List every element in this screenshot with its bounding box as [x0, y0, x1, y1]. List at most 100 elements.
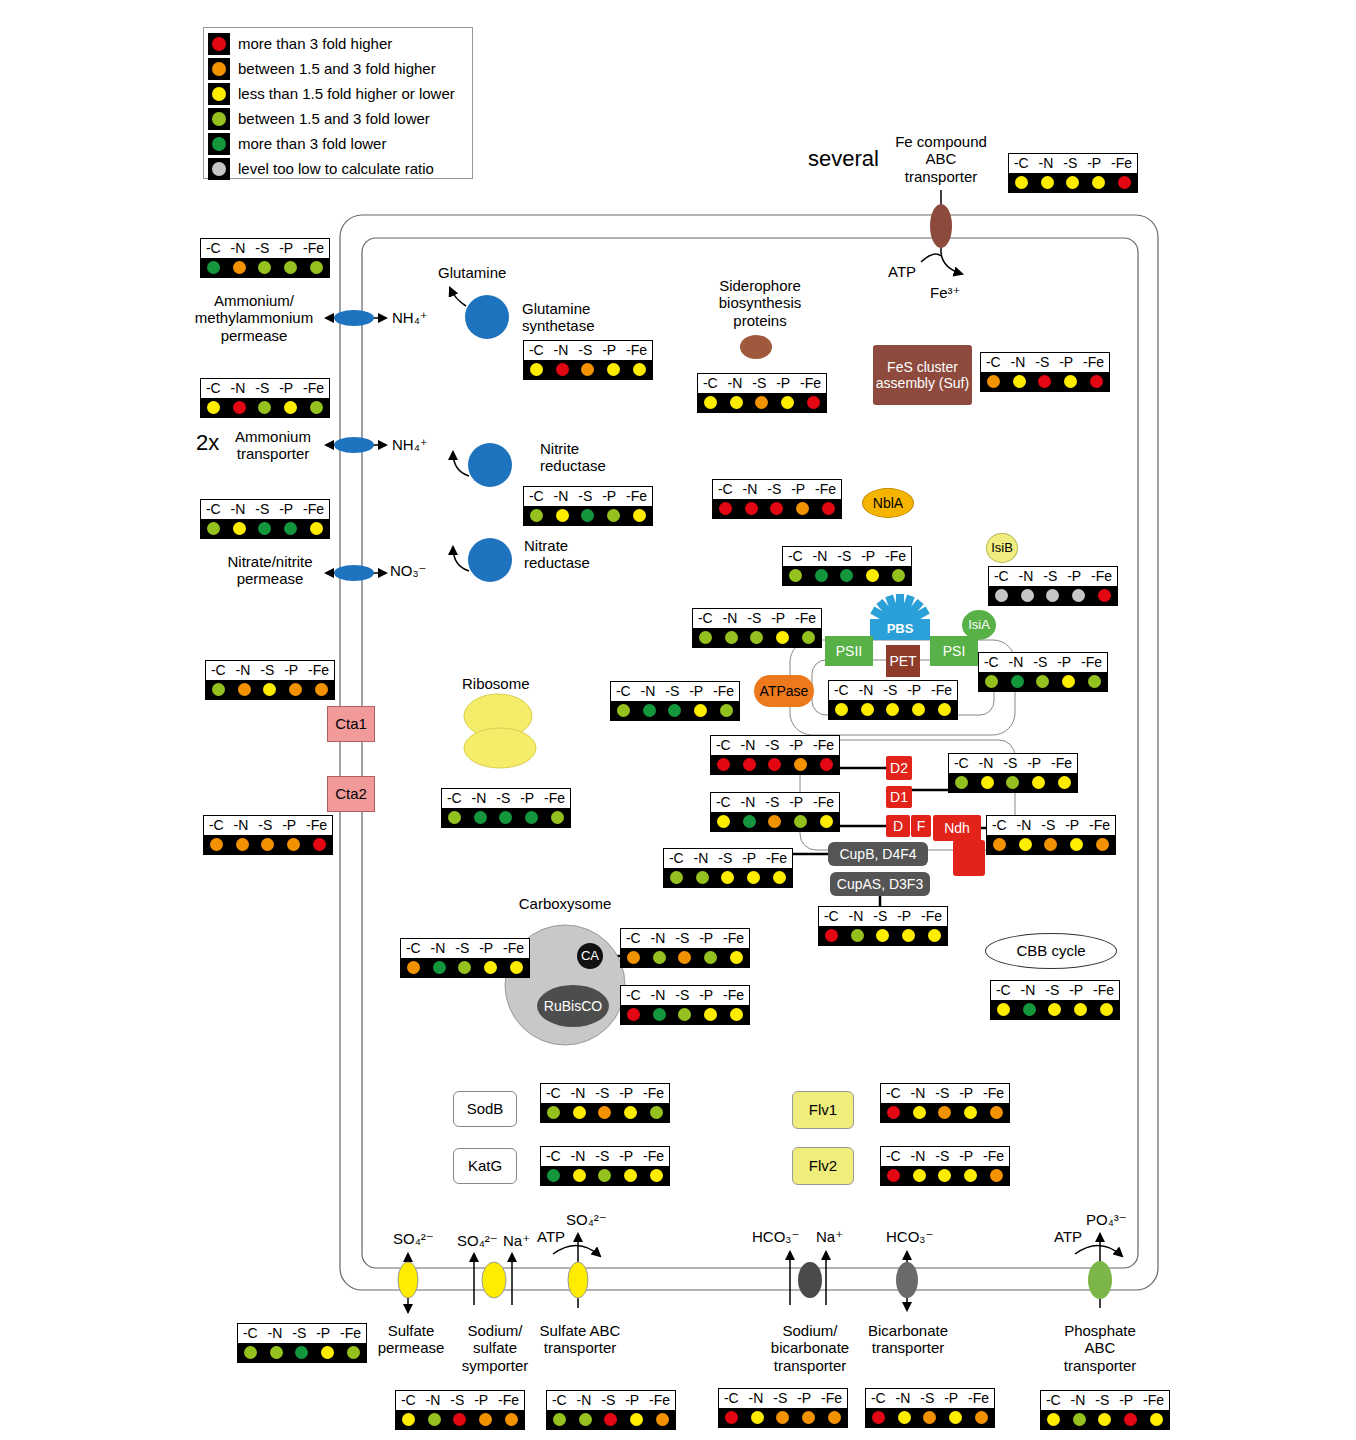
column-header: -N: [896, 1390, 911, 1406]
level-dot: [975, 1411, 988, 1424]
level-dot: [913, 1169, 926, 1182]
column-header: -S: [665, 683, 679, 699]
expression-table: -C-N-S-P-Fe: [540, 1083, 670, 1123]
level-dot: [807, 396, 820, 409]
legend-text: between 1.5 and 3 fold higher: [238, 60, 436, 77]
column-header: -P: [907, 682, 921, 698]
table-header: -C-N-S-P-Fe: [664, 849, 792, 868]
level-dot: [1092, 176, 1105, 189]
node-text: RuBisCO: [544, 998, 602, 1014]
level-dot: [310, 522, 323, 535]
swatch-frame: [208, 83, 230, 105]
column-header: -Fe: [983, 1148, 1004, 1164]
table-header: -C-N-S-P-Fe: [204, 816, 332, 835]
expression-table: -C-N-S-P-Fe: [948, 753, 1078, 793]
level-dot: [938, 1169, 951, 1182]
level-dot: [938, 1106, 951, 1119]
column-header: -N: [728, 375, 743, 391]
column-header: -S: [883, 682, 897, 698]
column-header: -Fe: [340, 1325, 361, 1341]
column-header: -P: [619, 1085, 633, 1101]
table-header: -C-N-S-P-Fe: [621, 986, 749, 1005]
column-header: -C: [211, 662, 226, 678]
level-row: [201, 398, 329, 417]
level-dot: [556, 363, 569, 376]
column-header: -C: [447, 790, 462, 806]
column-header: -N: [641, 683, 656, 699]
free-label: NH₄⁺: [392, 309, 428, 326]
column-header: -N: [1009, 654, 1024, 670]
level-row: [719, 1408, 847, 1427]
expression-table: -C-N-S-P-Fe: [200, 378, 330, 418]
table-header: -C-N-S-P-Fe: [396, 1391, 524, 1410]
column-header: -P: [1059, 354, 1073, 370]
level-dot: [1073, 1413, 1086, 1426]
column-header: -N: [741, 737, 756, 753]
expression-table: -C-N-S-P-Fe: [203, 815, 333, 855]
level-dot: [770, 502, 783, 515]
level-dot: [985, 675, 998, 688]
expression-table: -C-N-S-P-Fe: [880, 1083, 1010, 1123]
level-dot: [872, 1411, 885, 1424]
column-header: -S: [718, 850, 732, 866]
level-dot: [1062, 675, 1075, 688]
node-text: IsiA: [968, 618, 990, 633]
column-header: -P: [625, 1392, 639, 1408]
level-dot: [207, 401, 220, 414]
column-header: -N: [231, 240, 246, 256]
node-text: Cta1: [335, 715, 367, 732]
table-header: -C-N-S-P-Fe: [881, 1147, 1009, 1166]
table-header: -C-N-S-P-Fe: [979, 653, 1107, 672]
table-header: -C-N-S-P-Fe: [201, 500, 329, 519]
level-dot: [633, 509, 646, 522]
expression-table: -C-N-S-P-Fe: [712, 479, 842, 519]
expression-table: -C-N-S-P-Fe: [710, 735, 840, 775]
column-header: -P: [789, 794, 803, 810]
legend-text: between 1.5 and 3 fold lower: [238, 110, 430, 127]
column-header: -N: [1011, 354, 1026, 370]
level-dot: [747, 871, 760, 884]
column-header: -P: [689, 683, 703, 699]
level-dot: [258, 522, 271, 535]
column-header: -Fe: [544, 790, 565, 806]
level-dot: [704, 1008, 717, 1021]
free-label: PO₄³⁻: [1086, 1211, 1127, 1228]
column-header: -Fe: [1093, 982, 1114, 998]
level-row: [949, 773, 1077, 792]
level-dot: [1066, 176, 1079, 189]
column-header: -C: [1014, 155, 1029, 171]
level-dot: [981, 776, 994, 789]
level-dot: [624, 1169, 637, 1182]
swatch-frame: [208, 133, 230, 155]
level-dot: [617, 704, 630, 717]
free-label: Nitrate/nitrite permease: [215, 553, 325, 588]
level-dot: [233, 261, 246, 274]
node-text: D1: [890, 789, 908, 805]
level-dot: [902, 929, 915, 942]
component-box: CupAS, D3F3: [830, 872, 930, 896]
node-text: PSII: [836, 643, 862, 659]
level-dot: [1090, 375, 1103, 388]
level-dot: [1098, 589, 1111, 602]
level-dot: [270, 1346, 283, 1359]
table-header: -C-N-S-P-Fe: [693, 609, 821, 628]
level-dot: [678, 1008, 691, 1021]
node-text: PBS: [887, 622, 914, 637]
level-dot: [598, 1106, 611, 1119]
column-header: -N: [911, 1085, 926, 1101]
free-label: Glutamine: [438, 264, 506, 281]
level-dot: [794, 758, 807, 771]
legend-entry: less than 1.5 fold higher or lower: [208, 81, 472, 106]
level-dot: [499, 811, 512, 824]
level-dot: [743, 758, 756, 771]
level-row: [547, 1410, 675, 1429]
table-header: -C-N-S-P-Fe: [949, 754, 1077, 773]
level-dot: [694, 704, 707, 717]
expression-table: -C-N-S-P-Fe: [395, 1390, 525, 1430]
level-dot: [993, 838, 1006, 851]
column-header: -C: [616, 683, 631, 699]
column-header: -Fe: [885, 548, 906, 564]
level-dot: [835, 703, 848, 716]
column-header: -Fe: [643, 1148, 664, 1164]
level-dot: [1021, 589, 1034, 602]
